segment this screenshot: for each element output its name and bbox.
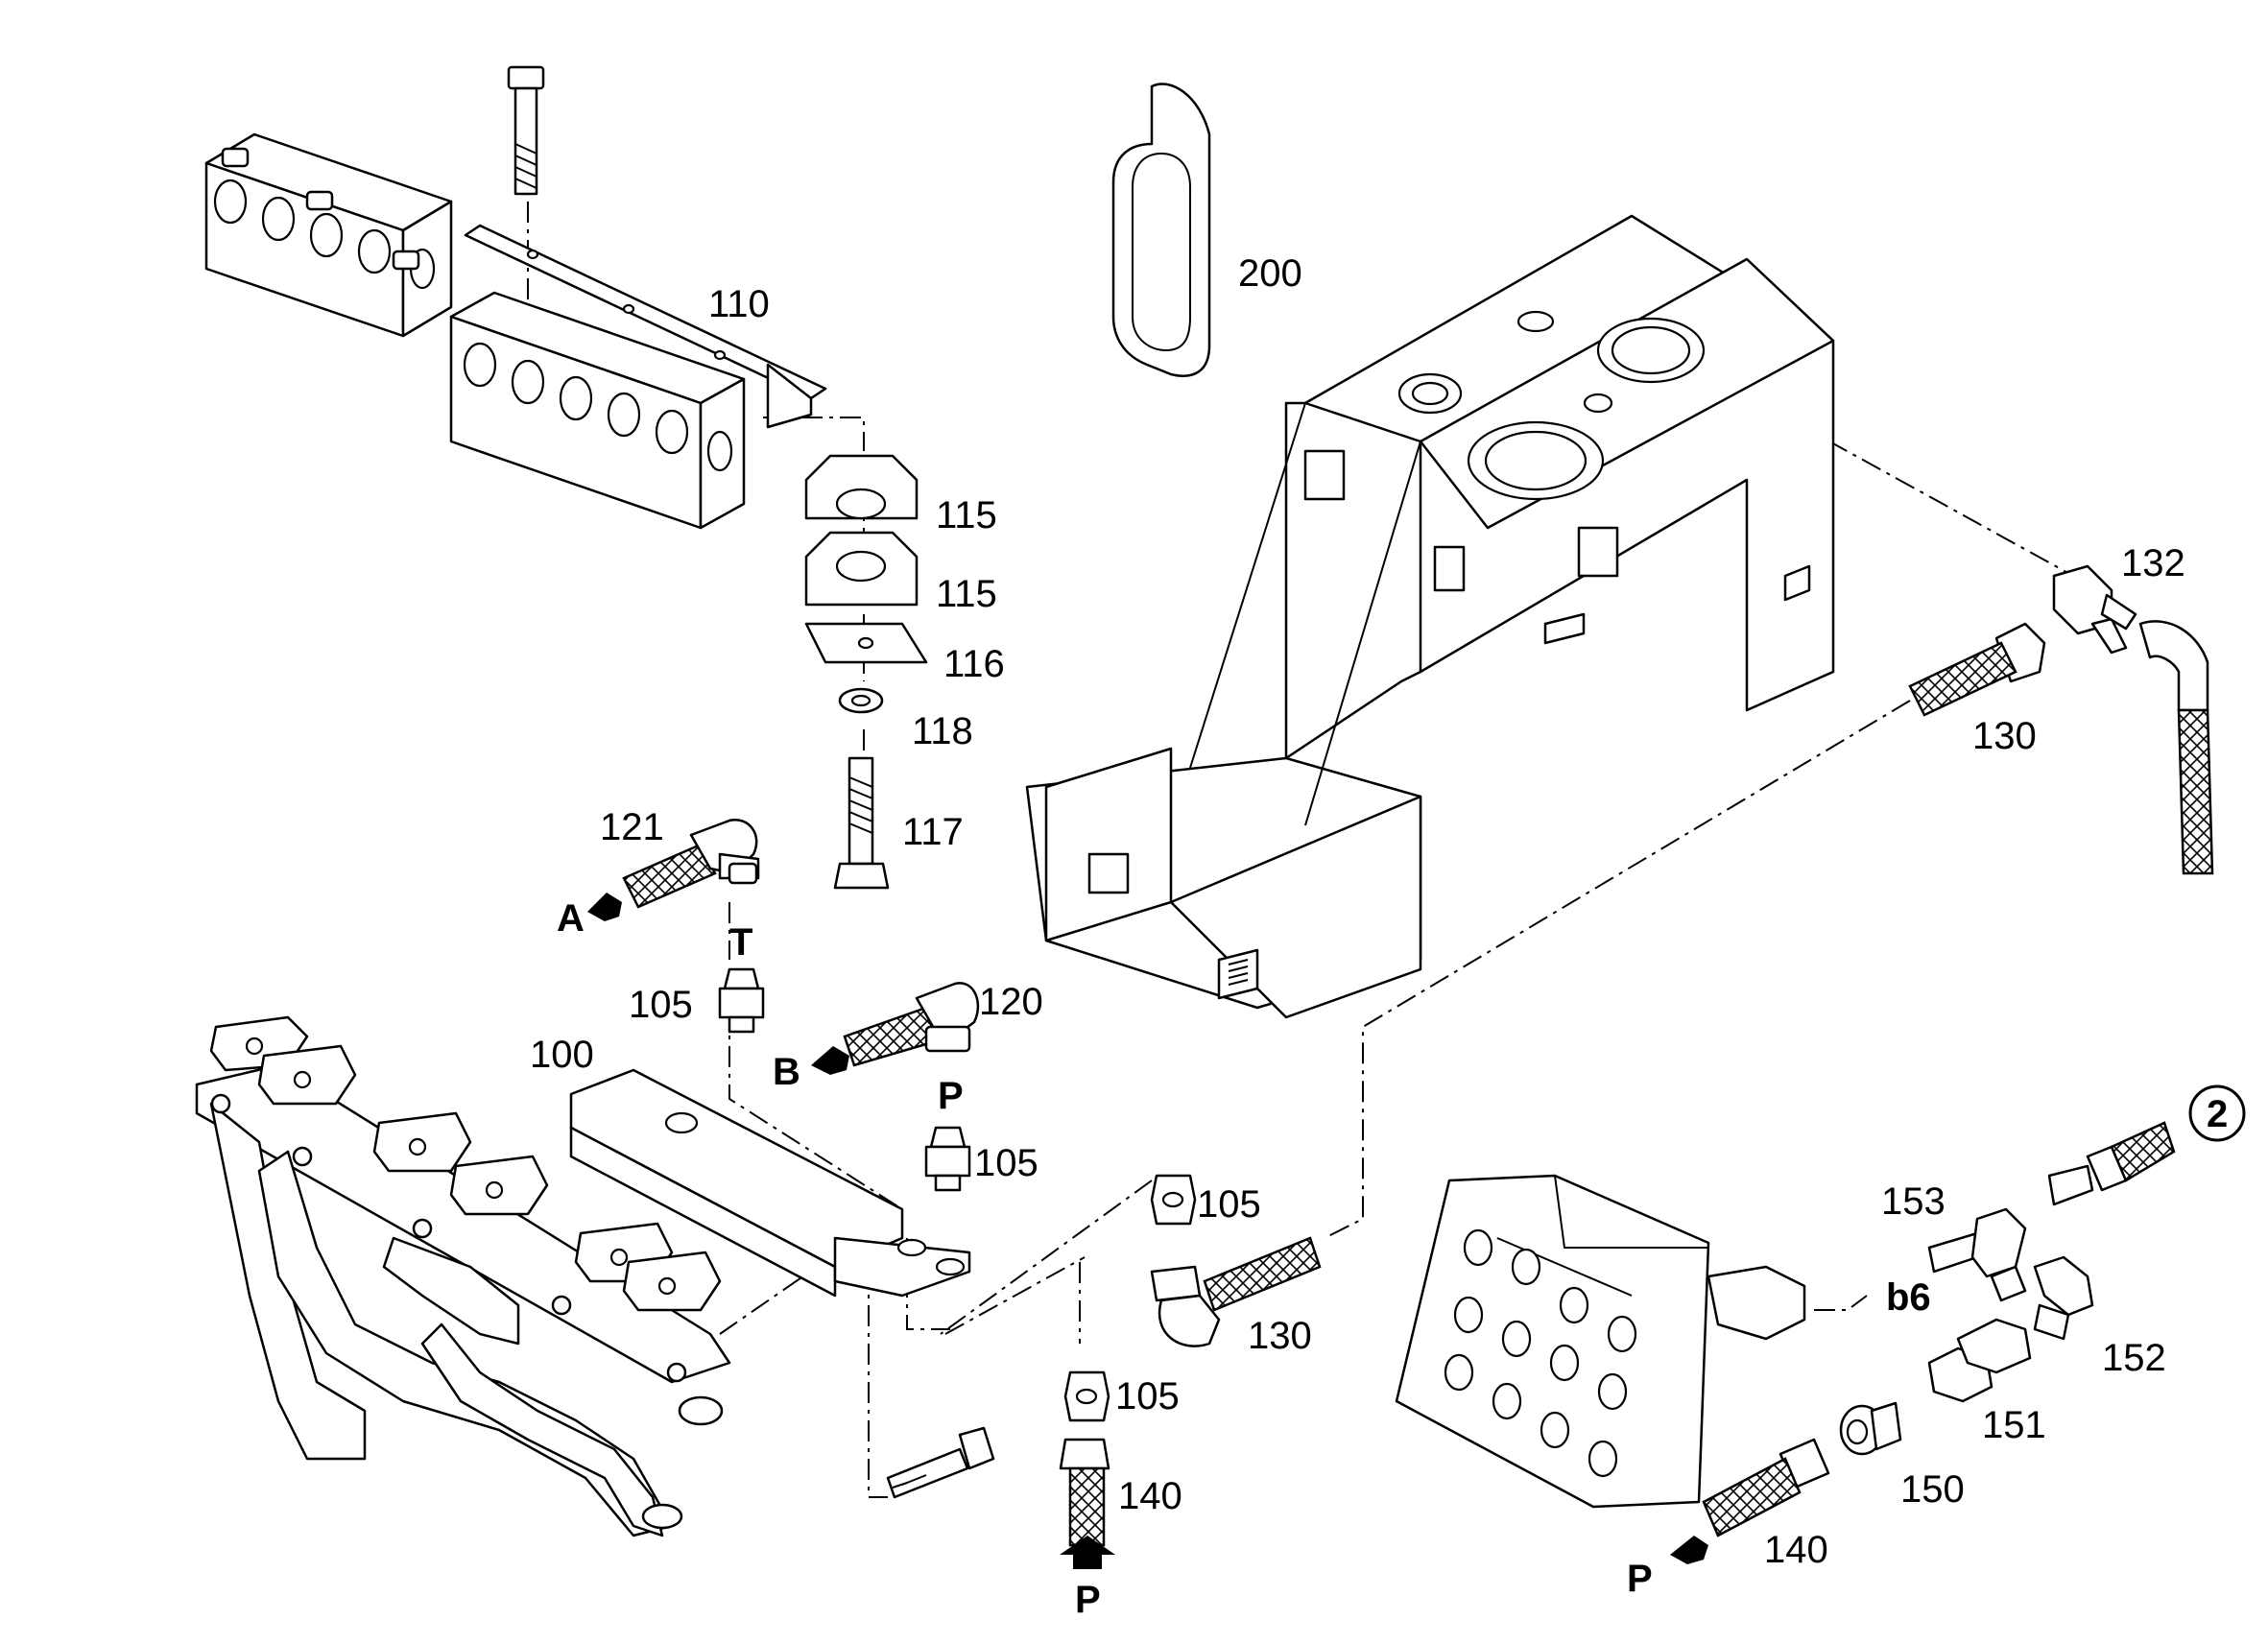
bracket-100 bbox=[569, 1068, 971, 1298]
part-labels: 110 200 115 115 116 118 117 121 105 120 … bbox=[530, 252, 2185, 1571]
label-117: 117 bbox=[902, 811, 964, 853]
clamp-bar-assembly bbox=[204, 132, 827, 530]
hose-120 bbox=[843, 982, 980, 1067]
hose-ref-2 bbox=[2047, 1121, 2176, 1206]
label-115-upper: 115 bbox=[936, 494, 997, 536]
port-labels: A T B P P P b6 2 bbox=[557, 897, 2228, 1621]
console-housing bbox=[1025, 214, 1835, 1019]
fitting-150 bbox=[1839, 1401, 1902, 1456]
elbow-152 bbox=[2033, 1255, 2094, 1341]
label-105-low: 105 bbox=[1115, 1375, 1180, 1418]
port-label-B: B bbox=[773, 1051, 800, 1093]
hose-140-lower-right bbox=[1702, 1438, 1830, 1537]
clamp-halves bbox=[804, 454, 928, 890]
label-100: 100 bbox=[530, 1034, 594, 1076]
strap bbox=[1111, 83, 1211, 377]
valve-manifold bbox=[195, 1015, 731, 1537]
port-label-P-lower: P bbox=[1075, 1579, 1101, 1621]
label-200: 200 bbox=[1238, 252, 1302, 295]
fitting-105-T bbox=[718, 967, 765, 1034]
label-140-right: 140 bbox=[1764, 1529, 1828, 1571]
label-120: 120 bbox=[979, 981, 1043, 1023]
hose-121 bbox=[622, 818, 760, 909]
label-150: 150 bbox=[1900, 1468, 1965, 1511]
hose-130-lower bbox=[1150, 1236, 1322, 1347]
label-105-mid: 105 bbox=[1197, 1183, 1261, 1226]
label-110: 110 bbox=[708, 283, 770, 325]
label-140-left: 140 bbox=[1118, 1475, 1182, 1517]
bolt-top bbox=[507, 65, 545, 196]
label-105-T: 105 bbox=[629, 984, 693, 1026]
port-arrow-A bbox=[587, 893, 622, 921]
port-label-T: T bbox=[729, 921, 752, 964]
fitting-105-P bbox=[924, 1126, 971, 1192]
fitting-tee-153 bbox=[1927, 1207, 2027, 1302]
fitting-tee-132 bbox=[2052, 564, 2214, 875]
label-151: 151 bbox=[1982, 1404, 2046, 1446]
port-arrow-P-low bbox=[1060, 1536, 1115, 1569]
label-115-lower: 115 bbox=[936, 573, 997, 615]
nut-105-mid bbox=[1150, 1174, 1197, 1226]
port-arrow-B bbox=[811, 1046, 849, 1075]
port-label-b6: b6 bbox=[1886, 1276, 1931, 1319]
hose-140-lower-left bbox=[1059, 1438, 1110, 1547]
valve-block-right bbox=[1395, 1174, 1806, 1509]
port-label-A: A bbox=[557, 897, 585, 940]
hose-130-upper bbox=[1908, 622, 2046, 717]
label-132: 132 bbox=[2121, 542, 2185, 584]
label-130-upper: 130 bbox=[1972, 715, 2037, 757]
port-arrow-P-right bbox=[1670, 1536, 1708, 1564]
label-130-lower: 130 bbox=[1248, 1315, 1312, 1357]
reference-number-2: 2 bbox=[2207, 1093, 2228, 1135]
reference-circle-2 bbox=[2188, 1084, 2246, 1142]
label-121: 121 bbox=[600, 806, 664, 848]
label-152: 152 bbox=[2102, 1337, 2166, 1379]
leader-lines bbox=[527, 163, 2074, 1498]
port-label-P-upper: P bbox=[938, 1075, 964, 1117]
port-label-P-right: P bbox=[1627, 1558, 1653, 1600]
label-105-P: 105 bbox=[974, 1142, 1039, 1184]
nut-151 bbox=[1927, 1318, 2032, 1403]
label-116: 116 bbox=[943, 643, 1005, 685]
label-118: 118 bbox=[912, 710, 973, 752]
nut-105-low bbox=[1063, 1370, 1110, 1422]
lower-bolt bbox=[886, 1426, 995, 1499]
label-153: 153 bbox=[1881, 1180, 1946, 1223]
